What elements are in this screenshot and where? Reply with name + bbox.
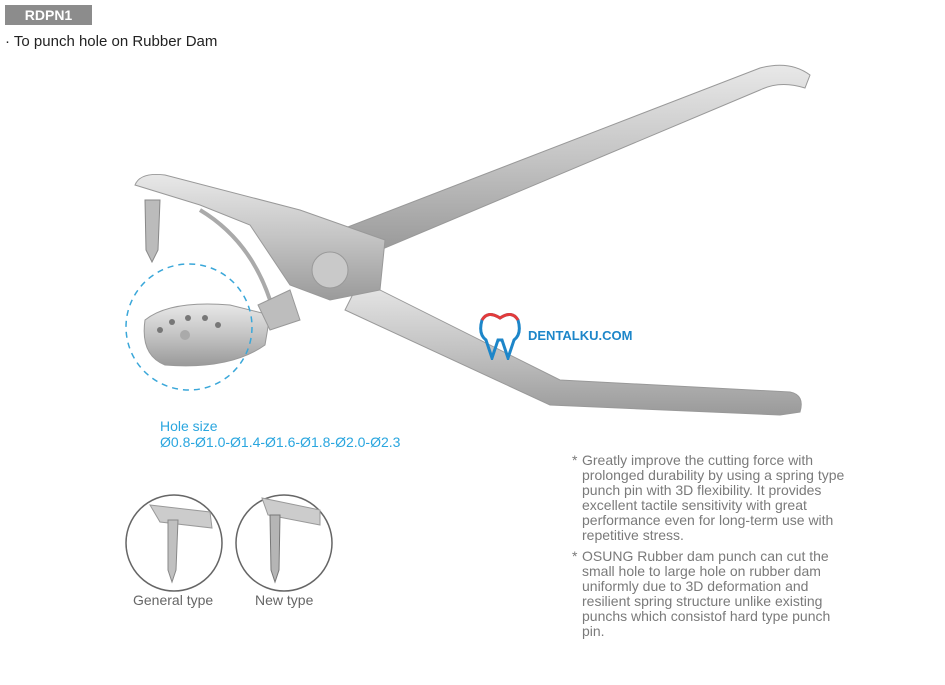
pivot [311,251,349,289]
note-item: *Greatly improve the cutting force with … [572,452,845,543]
feature-notes: *Greatly improve the cutting force with … [572,453,852,645]
general-type-label: General type [133,592,214,608]
description-text: To punch hole on Rubber Dam [13,33,218,50]
hole-size-label: Hole size [160,418,218,434]
note-text: Greatly improve the cutting force with p… [582,452,845,543]
tooth-logo-icon [479,313,521,360]
hole-size-info: Hole size Ø0.8-Ø1.0-Ø1.4-Ø1.6-Ø1.8-Ø2.0-… [160,418,400,450]
product-description: · To punch hole on Rubber Dam [5,33,218,50]
spring [198,208,272,301]
lower-handle [344,279,802,416]
punch-pin [144,199,161,264]
model-code-badge: RDPN1 [5,5,92,25]
hole-size-values: Ø0.8-Ø1.0-Ø1.4-Ø1.6-Ø1.8-Ø2.0-Ø2.3 [160,434,401,450]
note-item: *OSUNG Rubber dam punch can cut the smal… [572,548,831,639]
upper-handle [338,64,811,251]
note-text: OSUNG Rubber dam punch can cut the small… [582,548,831,639]
anvil-wheel [143,303,271,367]
detail-highlight-circle [125,263,253,391]
new-type-label: New type [255,592,314,608]
watermark-logo: DENTALKU.COM [476,310,632,360]
jaw-body [134,174,386,301]
watermark-text: DENTALKU.COM [528,327,633,343]
